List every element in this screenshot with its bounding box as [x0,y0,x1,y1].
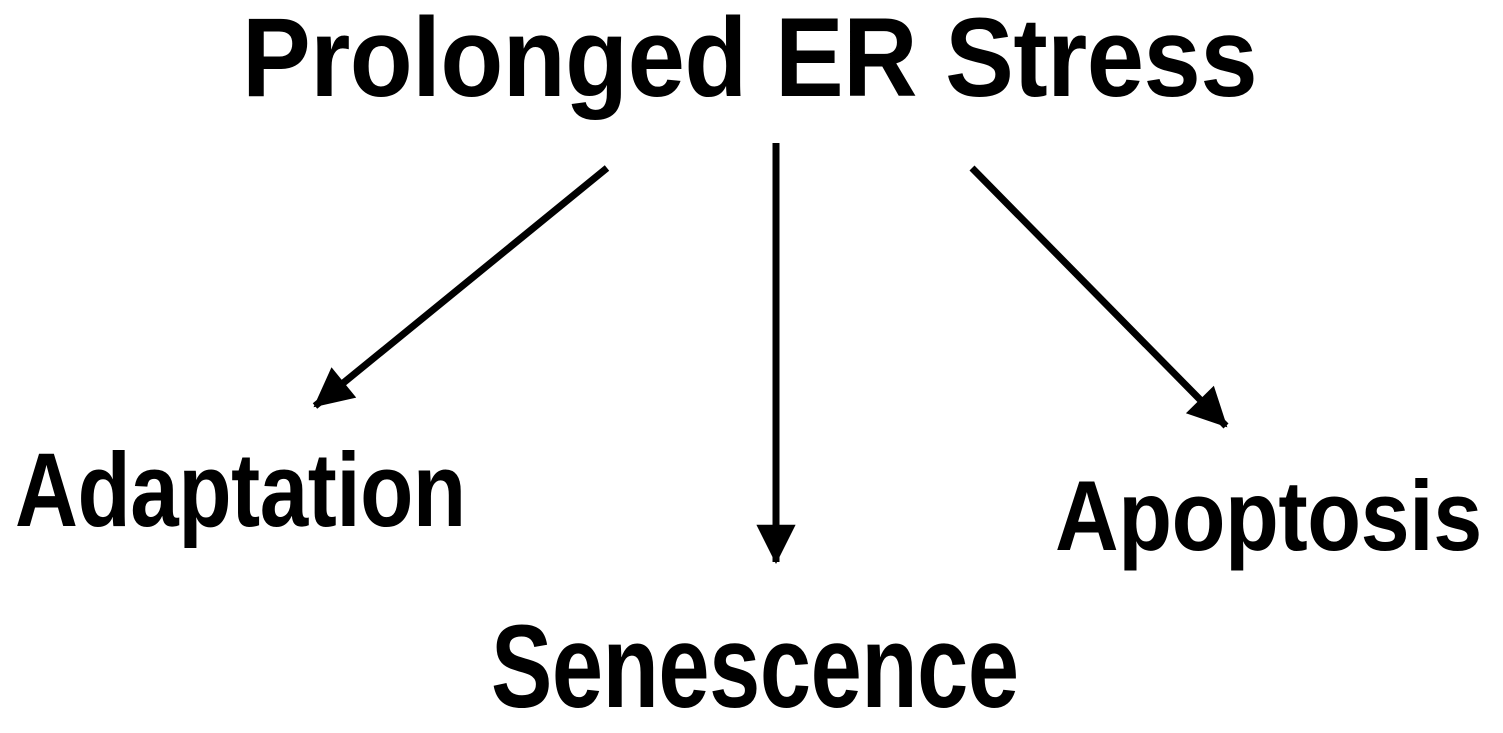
outcome-label-senescence: Senescence [491,601,1019,733]
diagram-title: Prolonged ER Stress [242,0,1258,120]
outcome-label-adaptation: Adaptation [15,432,466,549]
arrow-to-adaptation [312,165,610,409]
outcome-label-apoptosis: Apoptosis [1055,460,1482,571]
arrow-to-apoptosis [969,165,1229,429]
